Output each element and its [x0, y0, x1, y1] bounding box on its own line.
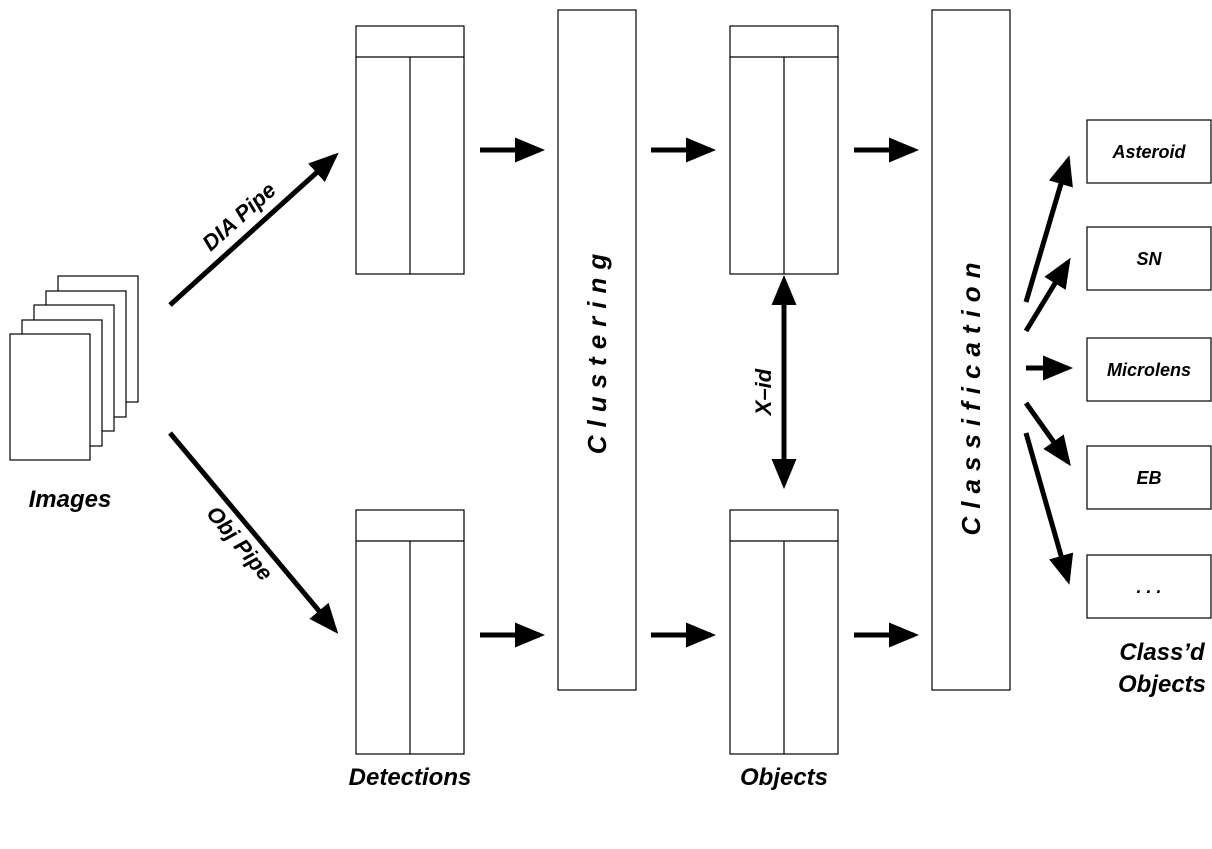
classification-label: Classification	[956, 254, 986, 535]
class-label-microlens: Microlens	[1107, 360, 1191, 380]
class-label-eb: EB	[1136, 468, 1161, 488]
arrow-to-sn	[1023, 257, 1071, 333]
detections-table-bottom	[355, 509, 465, 755]
classd-objects-line1: Class’d	[1119, 639, 1206, 666]
arrow-to-eb	[1023, 401, 1071, 467]
image-stack-icon	[9, 275, 139, 461]
objects-table-top	[729, 25, 839, 275]
class-label-asteroid: Asteroid	[1111, 142, 1186, 162]
class-box-asteroid	[1086, 119, 1212, 184]
objects-table-bottom	[729, 509, 839, 755]
obj-pipe-arrow	[168, 431, 339, 634]
classification-stage	[931, 9, 1011, 691]
objects-label: Objects	[740, 764, 828, 791]
detections-table-top	[355, 25, 465, 275]
xid-label: X–id	[751, 368, 776, 417]
images-label: Images	[29, 486, 112, 513]
clustering-stage	[557, 9, 637, 691]
class-label-more: . . .	[1136, 577, 1161, 597]
class-box-more	[1086, 554, 1212, 619]
classd-objects-line2: Objects	[1118, 671, 1206, 698]
arrow-to-more	[1023, 432, 1074, 585]
class-box-eb	[1086, 445, 1212, 510]
dia-pipe-arrow	[168, 152, 339, 307]
arrow-to-asteroid	[1023, 155, 1073, 303]
class-box-microlens	[1086, 337, 1212, 402]
class-box-sn	[1086, 226, 1212, 291]
clustering-label: Clustering	[582, 246, 612, 455]
class-label-sn: SN	[1136, 249, 1162, 269]
detections-label: Detections	[349, 764, 472, 791]
